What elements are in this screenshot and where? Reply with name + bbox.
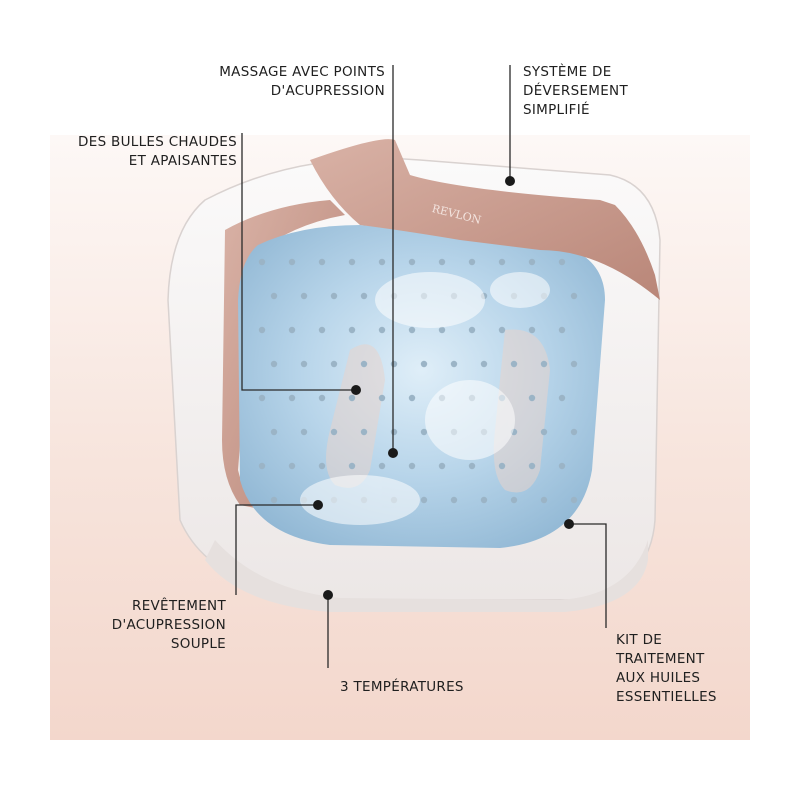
acupressure-dot (300, 428, 308, 436)
acupressure-dot (420, 496, 428, 504)
acupressure-dot (300, 360, 308, 368)
acupressure-dot (348, 462, 356, 470)
acupressure-dot (468, 462, 476, 470)
acupressure-dot (348, 258, 356, 266)
acupressure-dot (570, 360, 578, 368)
bubbles (300, 272, 550, 525)
acupressure-dot (420, 360, 428, 368)
left-foot-zone (326, 344, 385, 488)
right-foot-zone (493, 329, 550, 493)
acupressure-dot (498, 326, 506, 334)
acupressure-dot (288, 462, 296, 470)
acupressure-dot (378, 462, 386, 470)
acupressure-dot (258, 394, 266, 402)
label-oils: KIT DE TRAITEMENT AUX HUILES ESSENTIELLE… (616, 632, 717, 705)
acupressure-dot (528, 258, 536, 266)
acupressure-dot (378, 394, 386, 402)
acupressure-dot (270, 360, 278, 368)
acupressure-dot (270, 292, 278, 300)
acupressure-dot (510, 496, 518, 504)
acupressure-dot (528, 462, 536, 470)
acupressure-dot (558, 394, 566, 402)
acupressure-dot (528, 394, 536, 402)
acupressure-dot (270, 496, 278, 504)
label-bubbles: DES BULLES CHAUDES ET APAISANTES (78, 134, 237, 169)
acupressure-dot (300, 292, 308, 300)
leader-oils (569, 523, 607, 628)
acupressure-dot (360, 428, 368, 436)
acupressure-dot (408, 326, 416, 334)
acupressure-dot (570, 292, 578, 300)
label-massage: MASSAGE AVEC POINTS D'ACUPRESSION (219, 64, 385, 99)
acupressure-dot (540, 428, 548, 436)
acupressure-dot (498, 258, 506, 266)
acupressure-dot (270, 428, 278, 436)
acupressure-dot (438, 258, 446, 266)
acupressure-dot (558, 326, 566, 334)
leader-bubbles (241, 133, 356, 391)
acupressure-dot (258, 462, 266, 470)
label-temperatures: 3 TEMPÉRATURES (340, 679, 464, 695)
acupressure-dot (378, 258, 386, 266)
acupressure-dot (468, 326, 476, 334)
acupressure-dot (438, 326, 446, 334)
acupressure-dot (438, 462, 446, 470)
acupressure-dot (348, 394, 356, 402)
acupressure-dot (570, 428, 578, 436)
acupressure-dot (408, 394, 416, 402)
acupressure-dot (258, 326, 266, 334)
acupressure-dot (258, 258, 266, 266)
acupressure-dot (540, 360, 548, 368)
acupressure-dot (288, 326, 296, 334)
acupressure-dot (450, 360, 458, 368)
acupressure-dot (378, 326, 386, 334)
acupressure-dot (348, 326, 356, 334)
acupressure-dot (390, 428, 398, 436)
acupressure-dot (360, 360, 368, 368)
acupressure-dot (510, 360, 518, 368)
acupressure-dot (420, 428, 428, 436)
label-coating: REVÊTEMENT D'ACUPRESSION SOUPLE (111, 598, 226, 652)
acupressure-dot (288, 258, 296, 266)
acupressure-dot (528, 326, 536, 334)
acupressure-dot (498, 462, 506, 470)
acupressure-dot (558, 462, 566, 470)
acupressure-dot (318, 462, 326, 470)
leader-lines (235, 65, 607, 668)
acupressure-dot (480, 360, 488, 368)
acupressure-dot (330, 428, 338, 436)
acupressure-dot (318, 258, 326, 266)
acupressure-dot (540, 496, 548, 504)
acupressure-dot (480, 496, 488, 504)
acupressure-dot (570, 496, 578, 504)
leader-coating (235, 504, 318, 595)
rose-lid (310, 139, 660, 300)
acupressure-dot (468, 258, 476, 266)
acupressure-dot (288, 394, 296, 402)
acupressure-dot (318, 326, 326, 334)
acupressure-dot (390, 360, 398, 368)
acupressure-dot (330, 360, 338, 368)
acupressure-dot (360, 292, 368, 300)
acupressure-dot (450, 496, 458, 504)
acupressure-dot (558, 258, 566, 266)
acupressure-dot (408, 462, 416, 470)
acupressure-dot (408, 258, 416, 266)
callout-markers (313, 176, 574, 600)
label-drain: SYSTÈME DE DÉVERSEMENT SIMPLIFIÉ (523, 64, 628, 118)
acupressure-dot (330, 292, 338, 300)
acupressure-dot (318, 394, 326, 402)
